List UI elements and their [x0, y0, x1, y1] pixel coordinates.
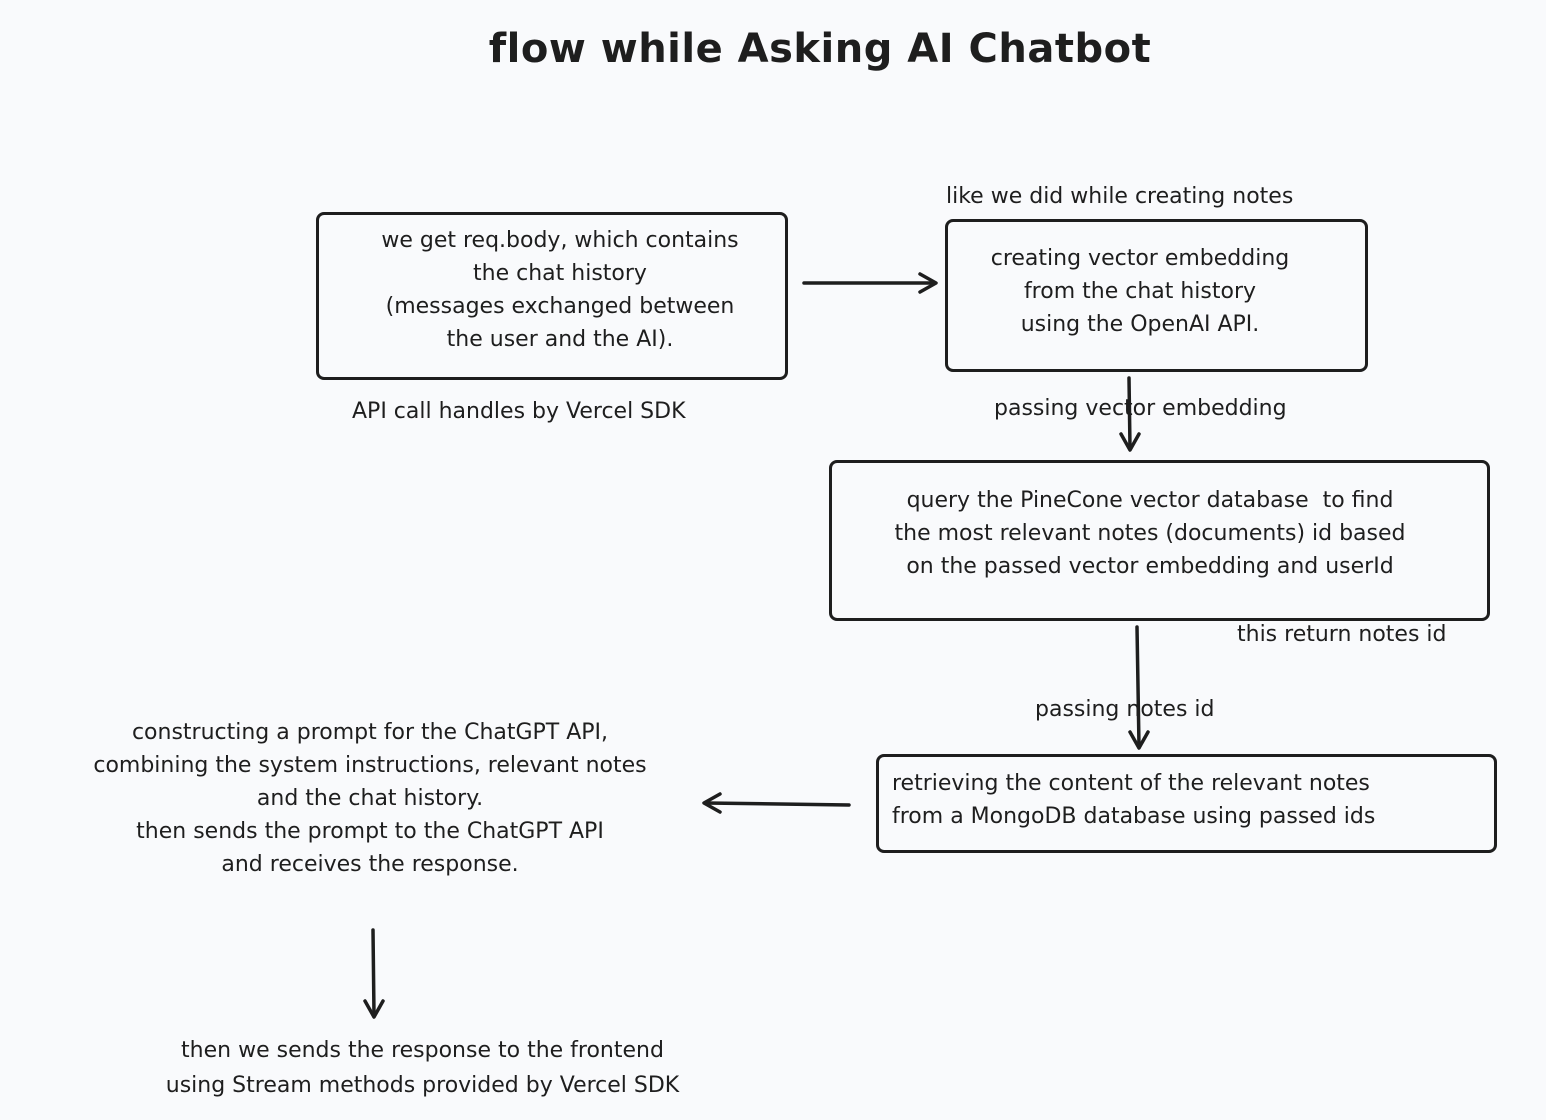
mongodb-box[interactable]	[876, 754, 1497, 853]
arrow-request-to-embedding	[802, 272, 938, 294]
arrow-pinecone-to-mongodb	[1128, 625, 1150, 750]
arrow-prompt-to-frontend	[363, 928, 385, 1019]
passing-embedding-label: passing vector embedding	[994, 396, 1287, 421]
embedding-box-text: creating vector embedding from the chat …	[990, 246, 1290, 337]
return-notes-id-label: this return notes id	[1237, 622, 1447, 647]
arrow-embedding-to-pinecone	[1119, 376, 1141, 452]
request-box-text: we get req.body, which contains the chat…	[381, 228, 739, 352]
arrow-mongodb-to-prompt	[702, 792, 851, 814]
pinecone-box-text: query the PineCone vector database to fi…	[894, 488, 1406, 579]
like-creating-notes-label: like we did while creating notes	[946, 184, 1294, 209]
pinecone-box[interactable]	[829, 460, 1490, 621]
request-box[interactable]	[316, 212, 788, 380]
diagram-title: flow while Asking AI Chatbot	[488, 26, 1152, 72]
embedding-box[interactable]	[945, 219, 1368, 372]
frontend-response-text: then we sends the response to the fronte…	[165, 1038, 680, 1098]
prompt-construction-text: constructing a prompt for the ChatGPT AP…	[93, 720, 647, 877]
passing-notes-id-label: passing notes id	[1035, 697, 1215, 722]
vercel-sdk-label: API call handles by Vercel SDK	[352, 399, 686, 424]
mongodb-box-text: retrieving the content of the relevant n…	[892, 771, 1376, 829]
